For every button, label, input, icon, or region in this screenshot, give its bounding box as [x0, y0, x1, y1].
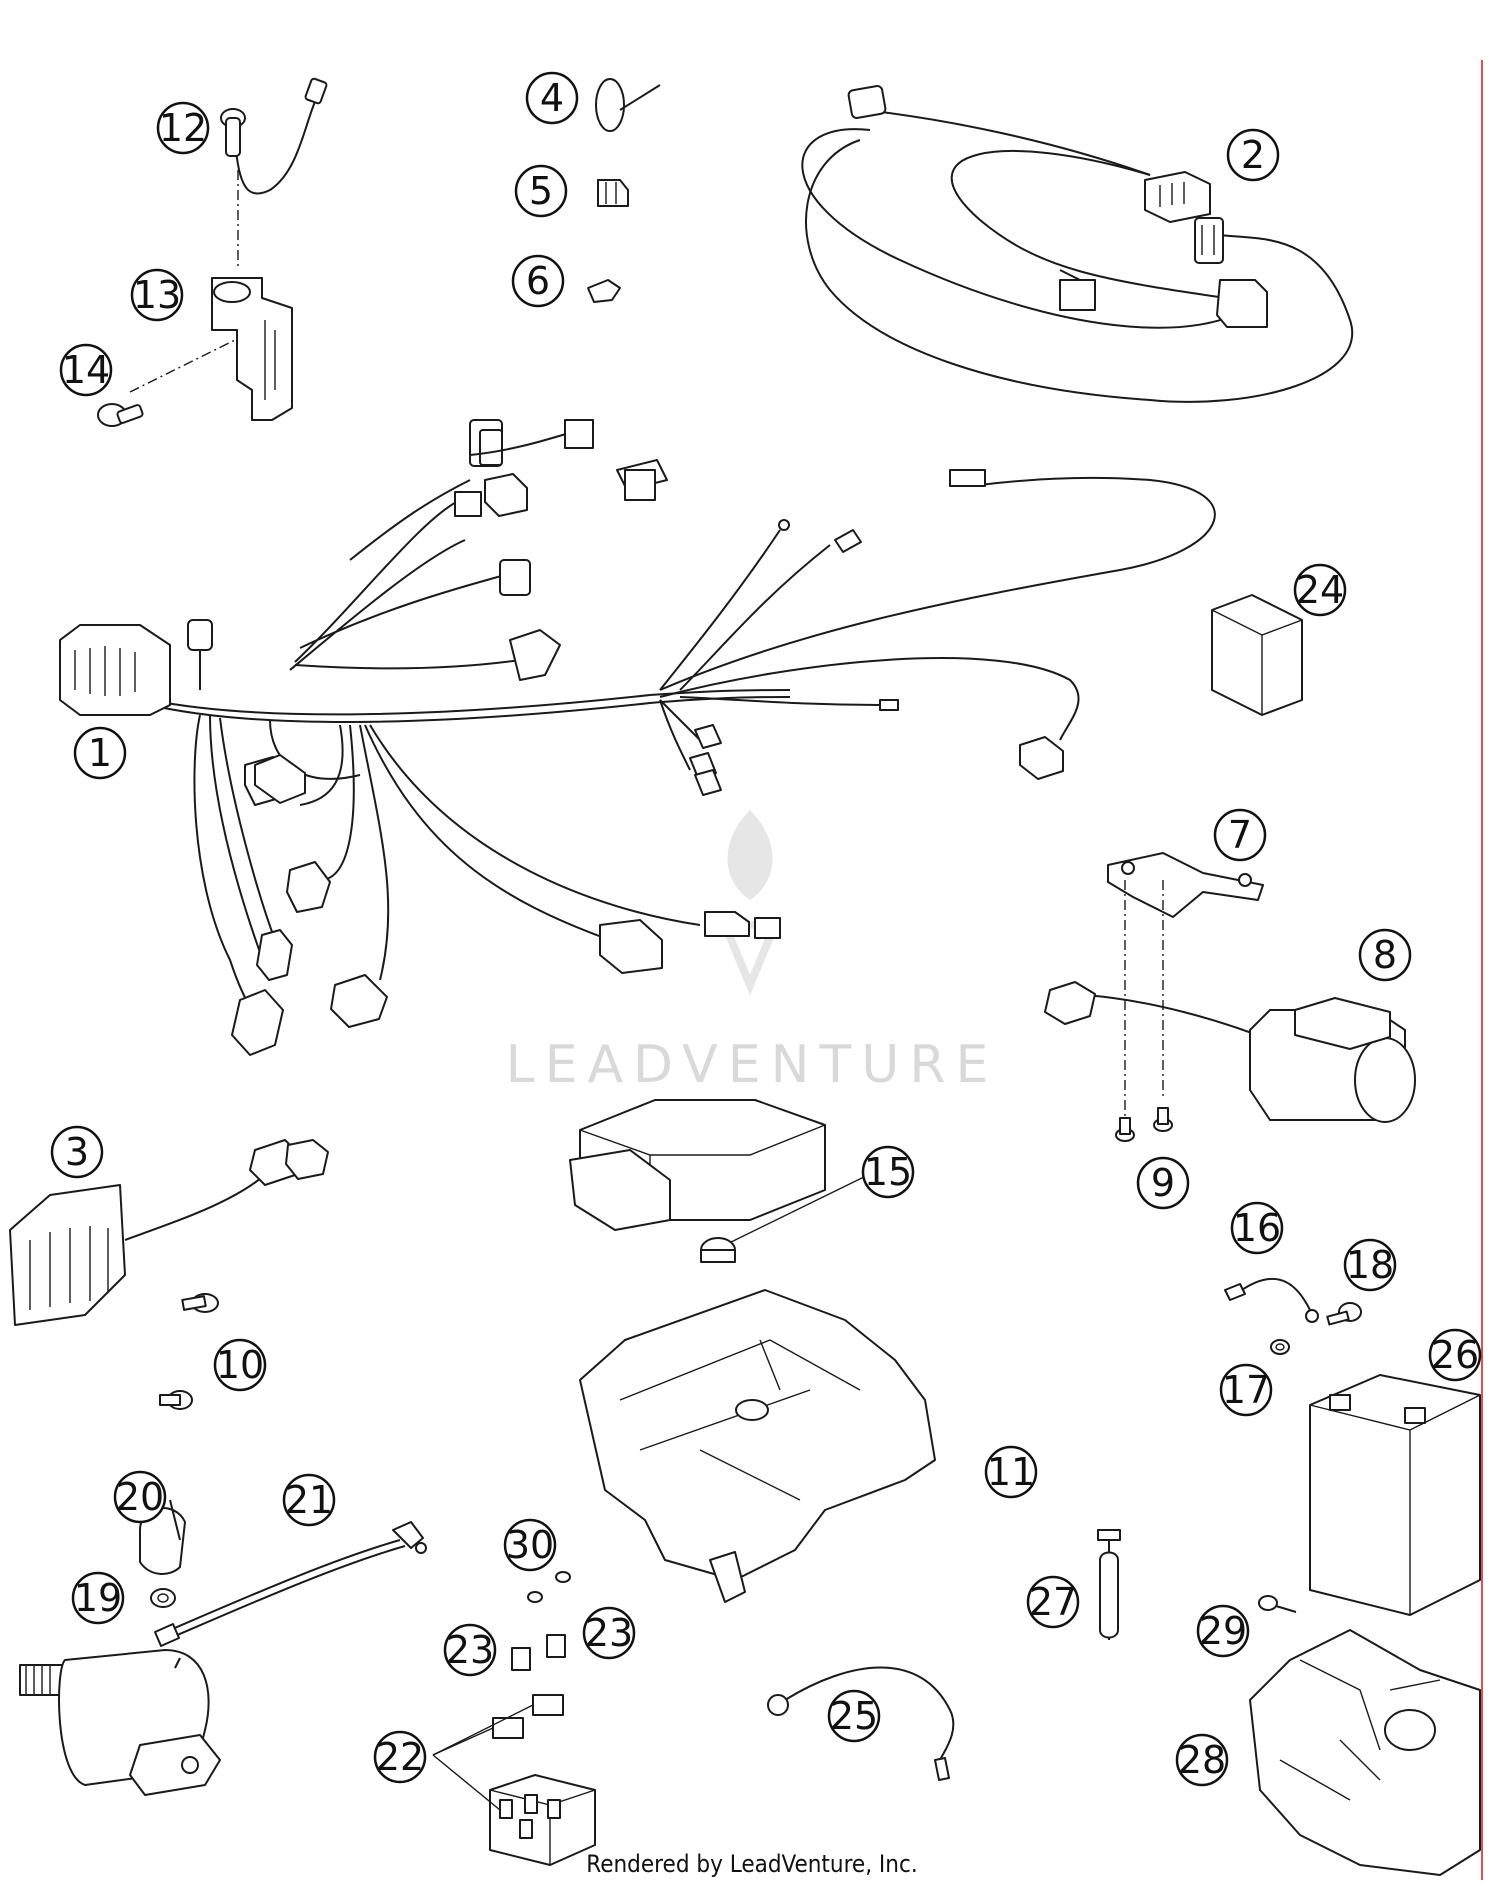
callout-6: 6 — [526, 259, 550, 303]
part-3-regulator — [9, 1139, 329, 1326]
callout-16: 16 — [1233, 1206, 1281, 1250]
part-starter-motor — [19, 1649, 221, 1796]
part-10-bolts — [159, 1293, 219, 1410]
part-ecu — [569, 1099, 826, 1231]
part-7-bracket — [1107, 852, 1264, 918]
callout-20: 20 — [116, 1475, 164, 1519]
callout-18: 18 — [1346, 1243, 1394, 1287]
part-19-nut — [150, 1588, 176, 1608]
part-15-grommet — [700, 1237, 736, 1263]
leader-22c — [432, 1754, 501, 1811]
callout-25: 25 — [830, 1694, 878, 1738]
part-1-main-harness — [59, 419, 1216, 1056]
callout-23-left: 23 — [446, 1628, 494, 1672]
part-22-relay — [489, 1694, 596, 1866]
callout-19: 19 — [74, 1576, 122, 1620]
part-29-screw — [1258, 1595, 1297, 1613]
callout-12: 12 — [159, 106, 207, 150]
callout-14: 14 — [62, 348, 110, 392]
part-5-clip — [597, 179, 629, 207]
part-28-battery-cover — [1249, 1629, 1481, 1876]
callout-27: 27 — [1029, 1580, 1077, 1624]
part-12-switch — [220, 77, 328, 195]
callout-22: 22 — [376, 1735, 424, 1779]
part-16-cable — [1224, 1277, 1319, 1323]
callout-3: 3 — [65, 1130, 89, 1174]
callout-23-right: 23 — [585, 1611, 633, 1655]
part-18-screw — [1326, 1302, 1362, 1326]
callout-21: 21 — [285, 1478, 333, 1522]
part-27-probe — [1097, 1529, 1121, 1640]
footer-credit: Rendered by LeadVenture, Inc. — [586, 1850, 917, 1878]
callout-17: 17 — [1222, 1368, 1270, 1412]
leader-15 — [724, 1174, 869, 1246]
part-6-clip — [587, 279, 621, 303]
watermark-text: LEADVENTURE — [506, 1035, 999, 1095]
part-25-cable — [767, 1666, 955, 1781]
part-2-harness — [801, 85, 1354, 403]
callout-8: 8 — [1373, 933, 1397, 977]
part-23-fuses — [511, 1634, 566, 1671]
callout-29: 29 — [1199, 1609, 1247, 1653]
callout-15: 15 — [864, 1150, 912, 1194]
part-30-screws — [527, 1571, 571, 1603]
callout-4: 4 — [540, 76, 564, 120]
leader-22b — [432, 1704, 534, 1756]
part-4-cable-tie — [595, 78, 661, 132]
callout-2: 2 — [1241, 133, 1265, 177]
part-26-battery — [1309, 1374, 1481, 1616]
callout-24: 24 — [1296, 568, 1344, 612]
part-24-relay — [1211, 594, 1303, 716]
part-8-solenoid — [1044, 981, 1416, 1123]
part-9-bolts — [1115, 1107, 1173, 1142]
callout-5: 5 — [529, 169, 553, 213]
callout-9: 9 — [1151, 1161, 1175, 1205]
part-11-battery-box — [579, 1289, 936, 1603]
part-21-cable — [154, 1521, 427, 1647]
callout-10: 10 — [216, 1343, 264, 1387]
part-17-washer — [1270, 1339, 1290, 1355]
callout-26: 26 — [1431, 1333, 1479, 1377]
callout-28: 28 — [1178, 1738, 1226, 1782]
watermark: LEADVENTURE — [506, 810, 999, 1095]
callout-13: 13 — [133, 273, 181, 317]
part-14-screw — [97, 403, 144, 427]
callout-7: 7 — [1228, 813, 1252, 857]
dash-13-14 — [129, 339, 236, 393]
part-13-holder — [211, 277, 293, 421]
callout-11: 11 — [987, 1450, 1035, 1494]
callout-1: 1 — [88, 731, 112, 775]
callout-30: 30 — [506, 1523, 554, 1567]
callout-group: 1 2 3 4 5 6 7 8 9 10 11 12 13 14 15 16 1… — [50, 71, 1482, 1787]
